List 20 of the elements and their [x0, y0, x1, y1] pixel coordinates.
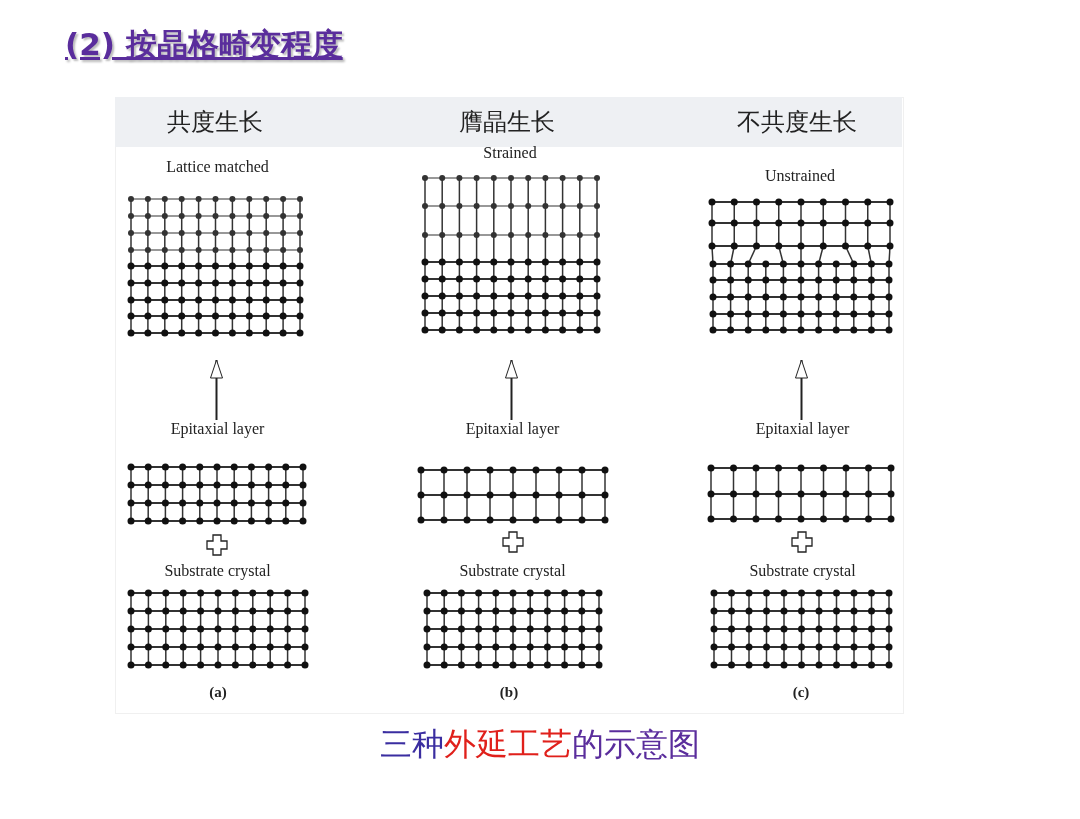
arrow [210, 359, 223, 421]
panel-label: (a) [209, 683, 227, 701]
layer-label: Epitaxial layer [465, 420, 560, 438]
caption: 三种外延工艺的示意图 [380, 724, 700, 765]
layer-label: Strained [483, 144, 537, 162]
layer-label: Substrate crystal [459, 562, 566, 580]
arrow [795, 359, 808, 421]
column-heading: 膺晶生长 [459, 107, 555, 138]
layer-label: Lattice matched [166, 158, 269, 176]
title: (2) 按晶格畸变程度 [65, 25, 343, 64]
arrow [505, 359, 518, 421]
panel-label: (b) [499, 683, 519, 701]
column-heading: 共度生长 [167, 107, 263, 138]
column-heading: 不共度生长 [737, 107, 857, 138]
layer-label: Epitaxial layer [755, 420, 850, 438]
panel-label: (c) [792, 683, 810, 701]
layer-label: Epitaxial layer [170, 420, 265, 438]
layer-label: Substrate crystal [749, 562, 856, 580]
layer-label: Substrate crystal [164, 562, 271, 580]
layer-label: Unstrained [764, 167, 836, 185]
